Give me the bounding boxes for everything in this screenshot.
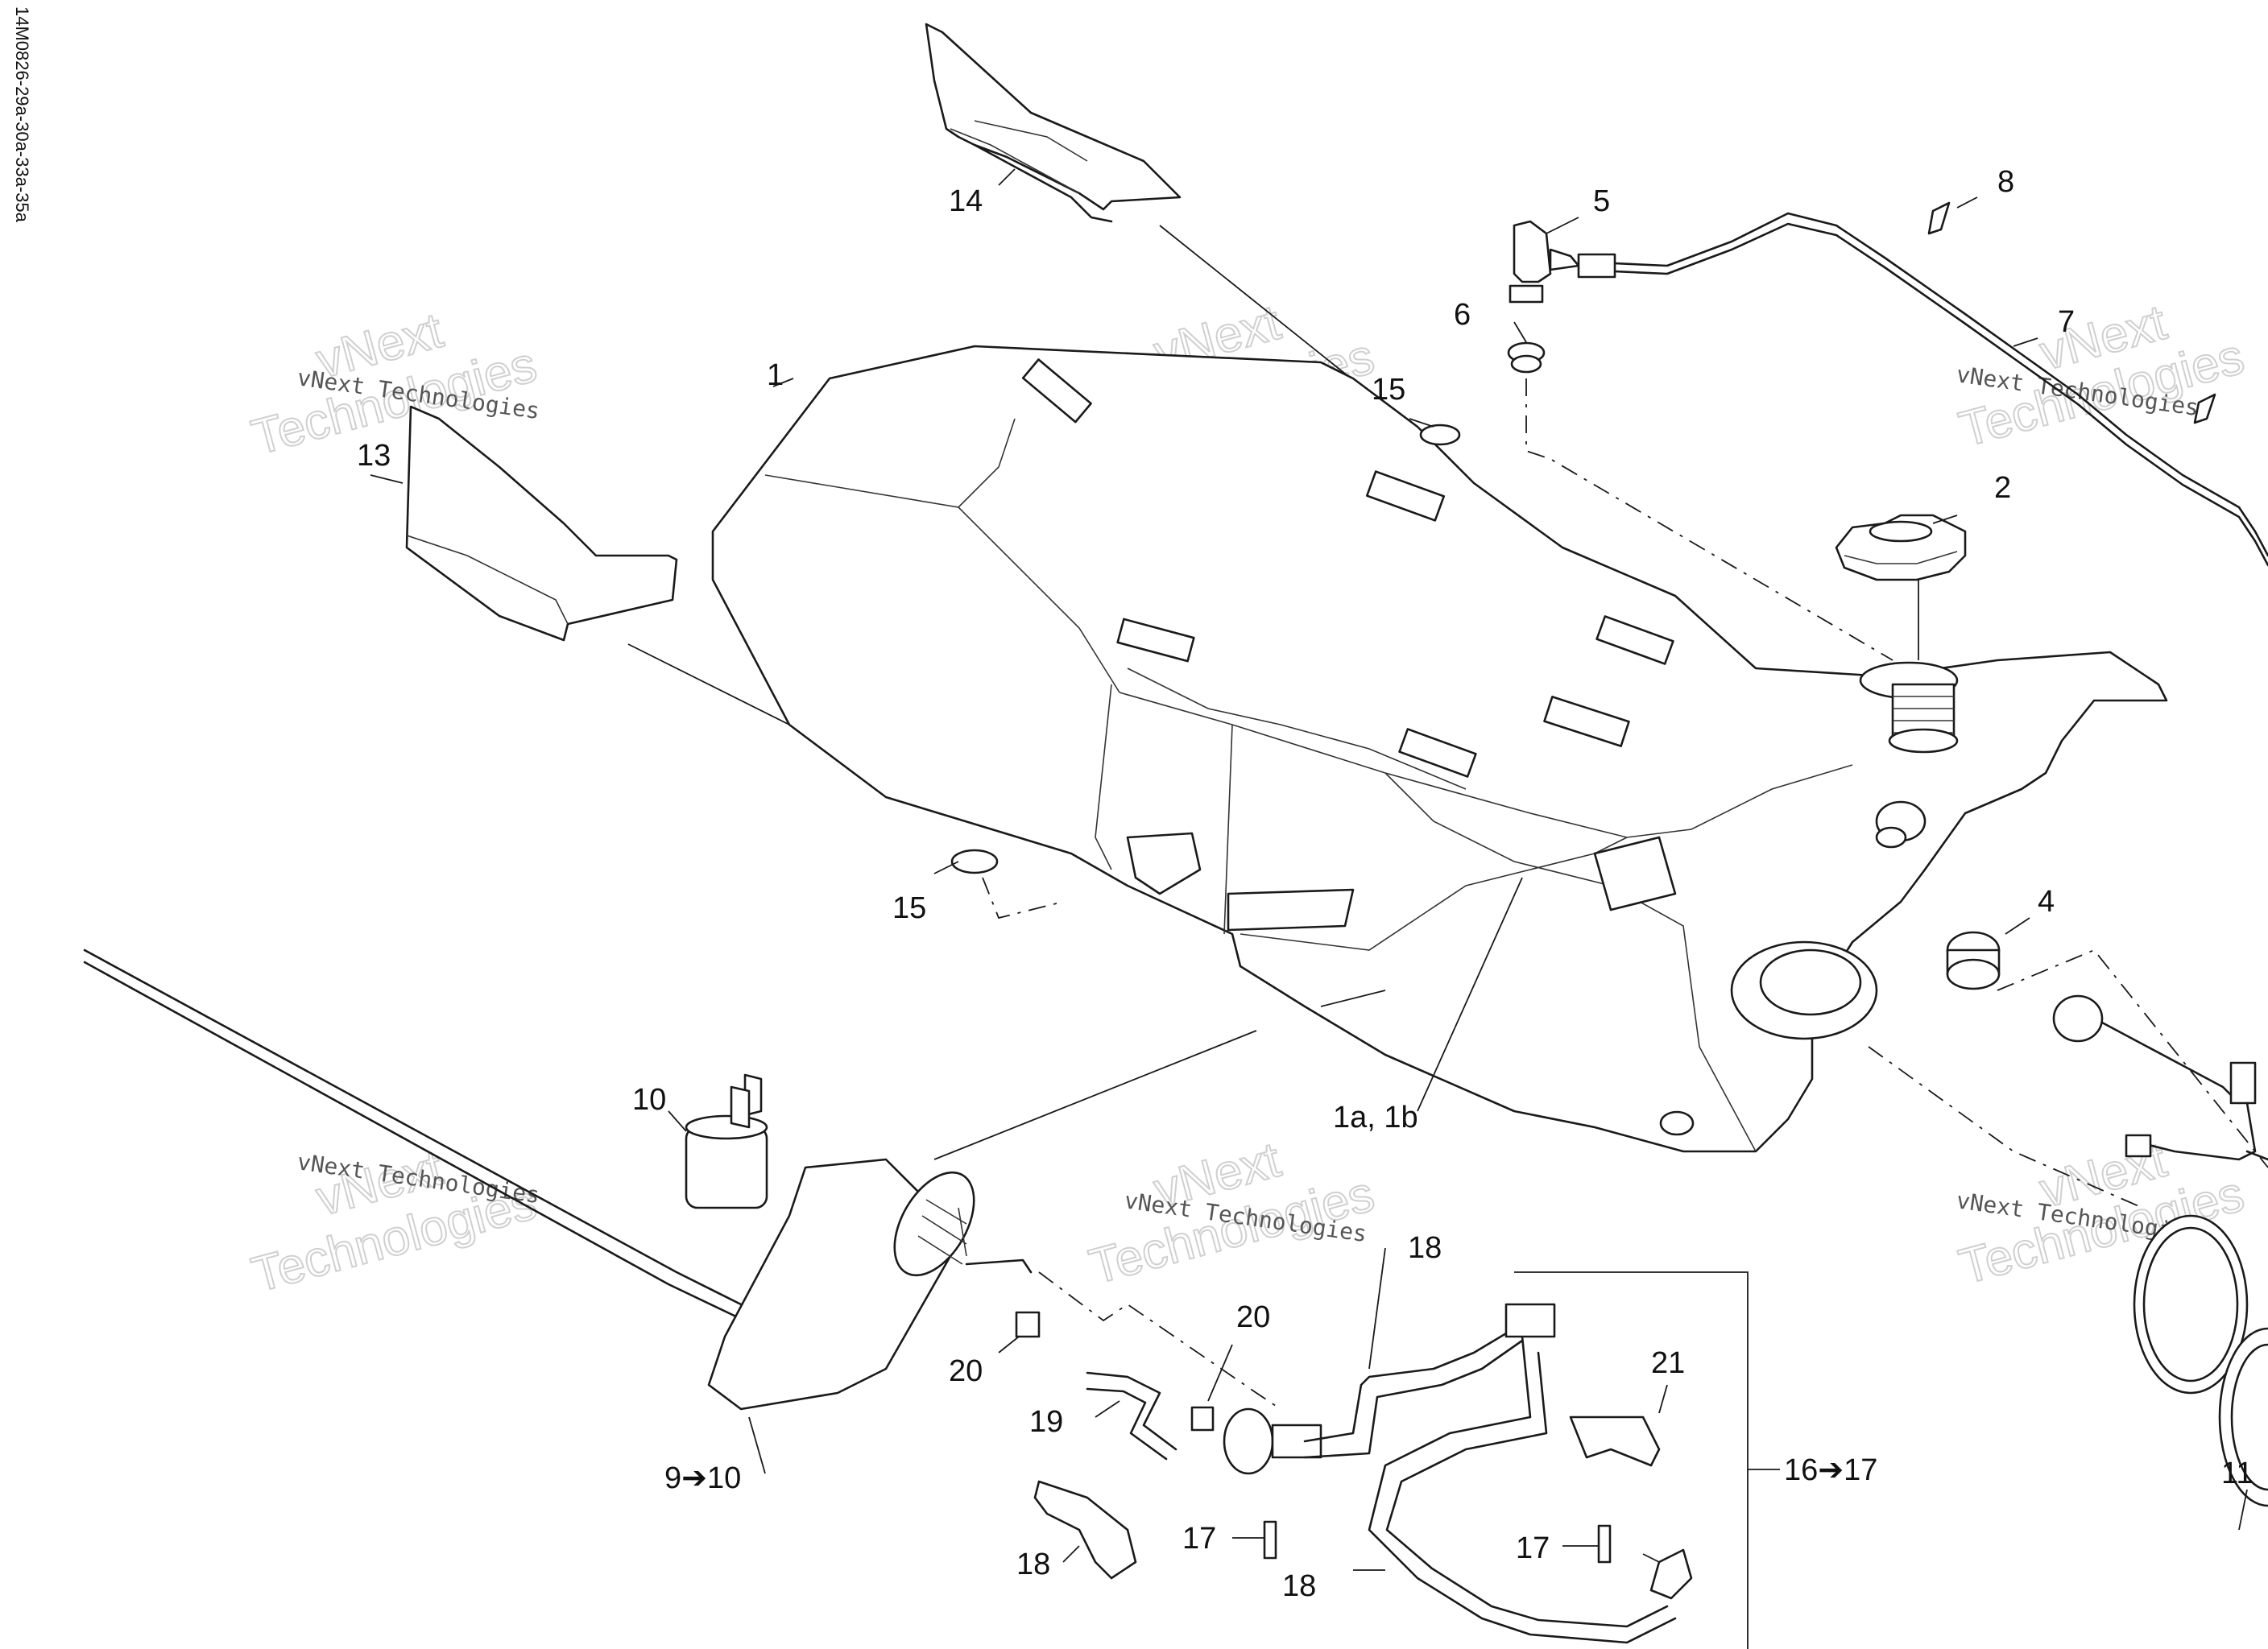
callout-17-right: 17 [1516, 1531, 1550, 1565]
part-19-hose-inner [1086, 1387, 1168, 1461]
part-17-clip-right [1597, 1524, 1612, 1564]
part-13-protector [405, 405, 678, 642]
callout-2: 2 [1994, 471, 2011, 505]
part-7-vent-hose-inner [1577, 222, 2268, 567]
part-9-pump-module [707, 1158, 1033, 1411]
part-14-protector [925, 23, 1182, 223]
callout-10: 10 [632, 1083, 666, 1117]
callout-20-left: 20 [949, 1354, 983, 1388]
part-19-hose [1086, 1371, 1177, 1451]
part-8-clip [1927, 201, 1951, 235]
part-20-fitting-left [1015, 1311, 1041, 1338]
end-fitting [1649, 1548, 1693, 1600]
part-8-clip-right [2193, 393, 2216, 424]
callout-9-to-10: 9➔10 [664, 1461, 741, 1495]
callout-18-bottom: 18 [1282, 1569, 1316, 1603]
part-10-fuel-pump [685, 1073, 768, 1209]
callout-7: 7 [2058, 305, 2075, 339]
watermark-bottom-center: vNext Technologies vNext Technologies [1083, 1131, 1380, 1296]
watermark-top-left: vNext Technologies vNext Technologies [246, 302, 543, 467]
callout-1: 1 [767, 358, 784, 392]
reference-code: 14M0826-29a-30a-33a-35a [12, 6, 32, 223]
fuel-rod [83, 948, 751, 1310]
callout-16-to-17: 16➔17 [1784, 1453, 1877, 1487]
callout-15-upper: 15 [1372, 373, 1405, 407]
callout-19: 19 [1029, 1405, 1063, 1439]
callout-8: 8 [1997, 165, 2014, 199]
part-11-pump-flange [2133, 1214, 2268, 1507]
callout-18-top: 18 [1408, 1231, 1442, 1265]
part-18-hose-loose [1033, 1480, 1137, 1580]
part-18-hose-long-inner [1385, 1351, 1669, 1628]
part-2-fuel-cap [1835, 514, 1967, 581]
part-4-grommet [1946, 931, 2001, 990]
callout-4: 4 [2038, 885, 2055, 919]
callout-20-right: 20 [1236, 1300, 1270, 1334]
callout-17-left: 17 [1182, 1522, 1216, 1556]
part-18-hose-long [1368, 1335, 1677, 1644]
callout-6: 6 [1454, 298, 1471, 332]
part-15-grommet-lower [950, 849, 999, 874]
hose-coupler [1504, 1303, 1556, 1338]
part-15-grommet-upper [1419, 424, 1461, 446]
callout-21: 21 [1651, 1346, 1685, 1380]
watermark-bottom-left: vNext Technologies vNext Technologies [246, 1139, 543, 1304]
callout-15-lower: 15 [892, 891, 926, 925]
callout-13: 13 [357, 439, 391, 473]
callout-11: 11 [2221, 1457, 2253, 1490]
part-20-fitting-right [1190, 1406, 1215, 1432]
callout-14: 14 [949, 184, 983, 218]
callout-18-left: 18 [1016, 1548, 1050, 1581]
part-21-clamp [1569, 1415, 1661, 1467]
part-5-vent-valve [1509, 220, 1580, 304]
part-6-grommet [1507, 341, 1546, 374]
vent-hose-fitting [1577, 253, 1616, 279]
part-1-fuel-tank [711, 345, 2168, 1153]
fuel-filter [1223, 1407, 1322, 1475]
part-18-hose-upper-inner [1303, 1339, 1524, 1459]
part-17-clip-left [1263, 1520, 1277, 1560]
group-bracket-16 [1514, 1271, 1749, 1649]
callout-1a-1b: 1a, 1b [1333, 1101, 1418, 1134]
watermark-top-right: vNext Technologies vNext Technologies [1953, 294, 2250, 459]
callout-5: 5 [1593, 184, 1610, 218]
part-7-vent-hose [1577, 212, 2268, 557]
fuel-level-sender [2052, 994, 2268, 1161]
fuel-rod-side [83, 961, 743, 1320]
